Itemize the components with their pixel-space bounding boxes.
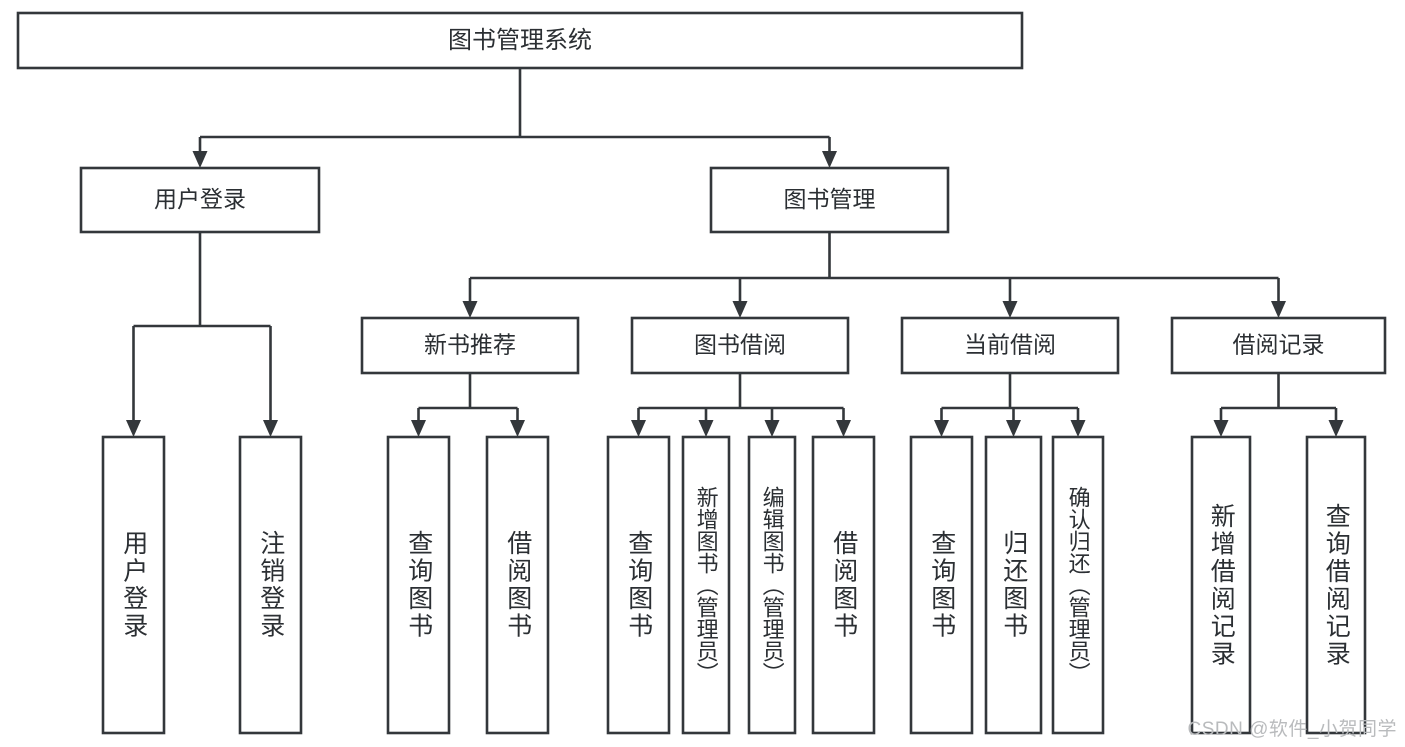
node-box-leaf-user-login[interactable] [101, 435, 166, 735]
node-label-borrow-record: 借阅记录 [1233, 332, 1325, 358]
arrow-head-icon [698, 420, 714, 437]
arrow-head-icon [1002, 301, 1018, 318]
arrow-head-icon [126, 420, 141, 437]
arrow-head-icon [1213, 420, 1229, 437]
arrow-head-icon [1328, 420, 1344, 437]
node-box-leaf-confirm-return[interactable] [1051, 435, 1105, 735]
csdn-watermark: CSDN @软件_小贺同学 [1187, 719, 1397, 740]
node-label-root: 图书管理系统 [448, 27, 592, 54]
node-box-leaf-user-logout[interactable] [238, 435, 303, 735]
box-layer [16, 11, 1387, 735]
arrow-head-icon [822, 151, 837, 168]
arrow-head-icon [1006, 420, 1021, 437]
node-box-book-borrow[interactable] [630, 316, 850, 375]
node-box-current-borrow[interactable] [900, 316, 1120, 375]
node-box-leaf-query-book-2[interactable] [606, 435, 671, 735]
arrow-head-icon [764, 420, 780, 437]
node-box-leaf-borrow-book-1[interactable] [485, 435, 550, 735]
node-box-leaf-query-book-3[interactable] [909, 435, 974, 735]
arrow-head-icon [510, 420, 525, 437]
node-box-leaf-edit-book[interactable] [747, 435, 797, 735]
arrow-head-icon [263, 420, 278, 437]
node-label-current-borrow: 当前借阅 [964, 332, 1056, 358]
node-box-user-login[interactable] [79, 166, 321, 234]
node-box-book-manage[interactable] [709, 166, 950, 234]
node-box-leaf-return-book[interactable] [984, 435, 1043, 735]
node-label-new-book-recommend: 新书推荐 [424, 332, 516, 358]
node-box-leaf-borrow-book-2[interactable] [811, 435, 876, 735]
node-label-book-borrow: 图书借阅 [694, 332, 786, 358]
node-box-leaf-query-record[interactable] [1305, 435, 1367, 735]
arrow-head-icon [934, 420, 949, 437]
arrow-head-icon [631, 420, 646, 437]
node-box-leaf-add-book[interactable] [681, 435, 731, 735]
arrow-head-icon [1271, 301, 1286, 318]
node-box-borrow-record[interactable] [1170, 316, 1387, 375]
node-box-new-book-recommend[interactable] [360, 316, 580, 375]
arrow-head-icon [411, 420, 426, 437]
arrow-head-icon [1070, 420, 1086, 437]
connector-layer [126, 68, 1344, 437]
arrow-head-icon [462, 301, 478, 318]
arrow-head-icon [732, 301, 748, 318]
node-box-root[interactable] [16, 11, 1024, 70]
arrow-head-icon [192, 151, 208, 168]
node-box-leaf-query-book-1[interactable] [386, 435, 451, 735]
node-box-leaf-add-record[interactable] [1190, 435, 1252, 735]
node-label-user-login: 用户登录 [154, 186, 246, 212]
arrow-head-icon [836, 420, 851, 437]
node-label-book-manage: 图书管理 [784, 186, 876, 212]
